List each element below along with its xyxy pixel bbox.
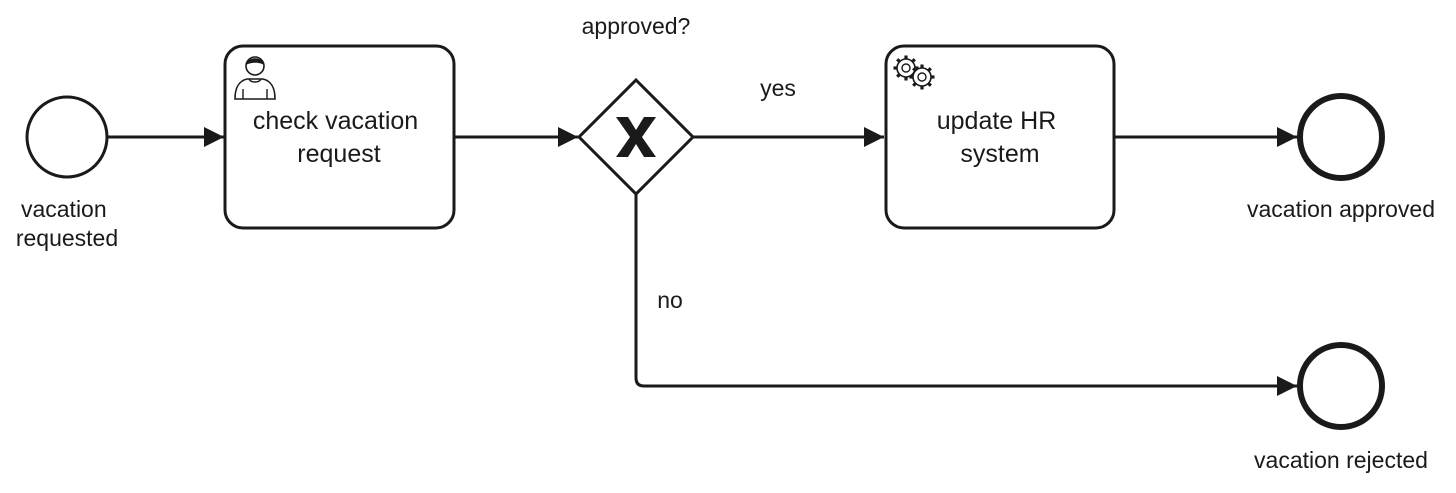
task-check-label: check vacation request: [253, 107, 425, 168]
gear-icon: [893, 55, 935, 90]
user-icon: [234, 56, 276, 100]
exclusive-gateway[interactable]: [576, 77, 696, 197]
flow-gateway-to-rejected: [634, 194, 1297, 396]
start-event-label: vacation requested: [16, 196, 118, 251]
flow-label-no: no: [657, 287, 683, 313]
end-rejected-label: vacation rejected: [1254, 447, 1428, 473]
end-event-rejected[interactable]: [1297, 342, 1385, 430]
task-update-label: update HR system: [937, 107, 1063, 168]
end-approved-label: vacation approved: [1247, 196, 1435, 222]
flow-label-yes: yes: [760, 75, 796, 101]
gateway-label: approved?: [582, 13, 691, 39]
end-event-approved[interactable]: [1297, 93, 1385, 181]
start-event[interactable]: [25, 95, 109, 179]
task-update-hr-system[interactable]: update HR system: [884, 44, 1116, 230]
exclusive-gateway-icon: [616, 117, 656, 157]
task-check-vacation-request[interactable]: check vacation request: [223, 44, 456, 230]
